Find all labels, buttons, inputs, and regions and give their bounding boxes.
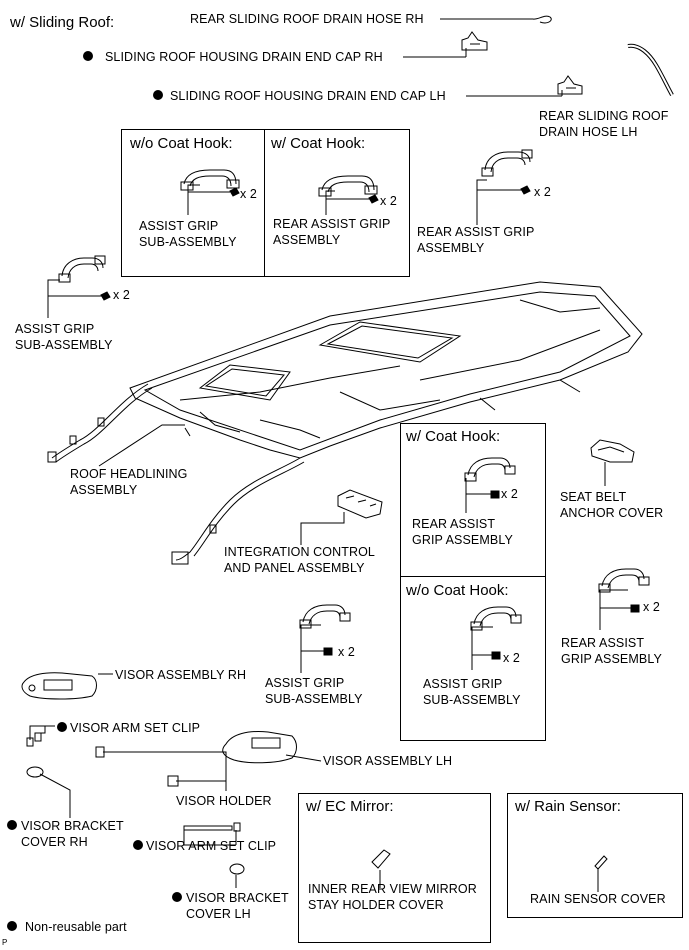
rain-sensor-box xyxy=(507,793,683,918)
coat-hook-mid-divider xyxy=(400,576,546,577)
qty-right: x 2 xyxy=(643,600,660,614)
label-box2-rear-assist-grip-line1: REAR ASSIST GRIP xyxy=(273,217,391,231)
qty-center: x 2 xyxy=(338,645,355,659)
visor-holder-part xyxy=(95,746,179,787)
qty-rear-top: x 2 xyxy=(534,185,551,199)
box-header-w-rain-sensor: w/ Rain Sensor: xyxy=(515,798,621,815)
label-visor-assembly-rh: VISOR ASSEMBLY RH xyxy=(115,668,247,682)
rain-sensor-cover-part xyxy=(594,855,608,870)
legend-non-reusable-part: Non-reusable part xyxy=(25,920,127,934)
label-visor-arm-set-clip-top: VISOR ARM SET CLIP xyxy=(70,721,201,735)
box-header-w-ec-mirror: w/ EC Mirror: xyxy=(306,798,394,815)
label-drain-end-cap-lh: SLIDING ROOF HOUSING DRAIN END CAP LH xyxy=(170,89,446,103)
label-rear-assist-grip-right-line2: GRIP ASSEMBLY xyxy=(561,652,662,666)
box-header-wo-coat-hook-top: w/o Coat Hook: xyxy=(130,135,233,152)
label-assist-grip-center-line2: SUB-ASSEMBLY xyxy=(265,692,363,706)
label-visor-bracket-cover-lh-line2: COVER LH xyxy=(186,907,251,921)
box-header-w-coat-hook-mid: w/ Coat Hook: xyxy=(406,428,501,445)
label-roof-headlining-line1: ROOF HEADLINING xyxy=(70,467,188,481)
drain-end-cap-lh-part xyxy=(557,75,583,95)
label-visor-holder: VISOR HOLDER xyxy=(176,794,272,808)
grip-center xyxy=(299,604,351,656)
grip-rear-right xyxy=(598,568,650,613)
visor-bracket-cover-rh-part xyxy=(26,766,44,778)
visor-bracket-cover-lh-part xyxy=(229,863,245,875)
label-box4-assist-grip-line1: ASSIST GRIP xyxy=(423,677,503,691)
label-integration-control-line2: AND PANEL ASSEMBLY xyxy=(224,561,365,575)
label-assist-grip-center-line1: ASSIST GRIP xyxy=(265,676,345,690)
label-box2-rear-assist-grip-line2: ASSEMBLY xyxy=(273,233,341,247)
label-seat-belt-anchor-cover-line2: ANCHOR COVER xyxy=(560,506,664,520)
non-reusable-marker xyxy=(133,840,143,850)
grip-box2 xyxy=(318,175,379,204)
box-header-w-coat-hook-top: w/ Coat Hook: xyxy=(271,135,366,152)
label-rear-assist-grip-right-line1: REAR ASSIST xyxy=(561,636,645,650)
visor-rh-part xyxy=(21,672,97,700)
label-visor-bracket-cover-rh-line2: COVER RH xyxy=(21,835,88,849)
label-integration-control-line1: INTEGRATION CONTROL xyxy=(224,545,375,559)
figure-code: P xyxy=(2,938,8,947)
label-inner-rear-view-mirror-line1: INNER REAR VIEW MIRROR xyxy=(308,882,477,896)
wire-harness-part xyxy=(47,383,305,565)
label-box4-assist-grip-line2: SUB-ASSEMBLY xyxy=(423,693,521,707)
label-assist-grip-left-line1: ASSIST GRIP xyxy=(15,322,95,336)
legend-marker xyxy=(7,921,17,931)
non-reusable-marker xyxy=(57,722,67,732)
section-title: w/ Sliding Roof: xyxy=(10,14,115,31)
drain-hose-lh-part xyxy=(627,43,674,96)
label-assist-grip-left-line2: SUB-ASSEMBLY xyxy=(15,338,113,352)
ec-mirror-box xyxy=(298,793,491,943)
label-rain-sensor-cover: RAIN SENSOR COVER xyxy=(530,892,666,906)
visor-arm-clip-bottom-part xyxy=(183,822,241,832)
seat-belt-anchor-cover-part xyxy=(590,439,635,463)
grip-left xyxy=(58,255,111,301)
non-reusable-marker xyxy=(83,51,93,61)
label-rear-sliding-roof-drain-hose-rh: REAR SLIDING ROOF DRAIN HOSE RH xyxy=(190,12,424,26)
label-visor-arm-set-clip-bottom: VISOR ARM SET CLIP xyxy=(146,839,277,853)
label-drain-end-cap-rh: SLIDING ROOF HOUSING DRAIN END CAP RH xyxy=(105,50,383,64)
non-reusable-marker xyxy=(172,892,182,902)
label-box1-assist-grip-line1: ASSIST GRIP xyxy=(139,219,219,233)
coat-hook-top-divider xyxy=(264,129,265,277)
label-roof-headlining-line2: ASSEMBLY xyxy=(70,483,138,497)
non-reusable-marker xyxy=(7,820,17,830)
label-rear-assist-grip-top-line1: REAR ASSIST GRIP xyxy=(417,225,535,239)
label-drain-hose-lh-line2: DRAIN HOSE LH xyxy=(539,125,638,139)
drain-end-cap-rh-part xyxy=(461,31,488,51)
label-visor-bracket-cover-lh-line1: VISOR BRACKET xyxy=(186,891,289,905)
roof-headlining-part xyxy=(129,281,643,459)
label-rear-assist-grip-top-line2: ASSEMBLY xyxy=(417,241,485,255)
mirror-cover-part xyxy=(371,849,391,869)
grip-box3 xyxy=(464,457,516,499)
visor-arm-clip-top-part xyxy=(26,732,42,747)
drain-hose-rh-part xyxy=(532,15,552,24)
label-box3-rear-assist-grip-line2: GRIP ASSEMBLY xyxy=(412,533,513,547)
coat-hook-mid-box xyxy=(400,423,546,741)
coat-hook-top-box xyxy=(121,129,410,277)
label-drain-hose-lh-line1: REAR SLIDING ROOF xyxy=(539,109,669,123)
integration-control-part xyxy=(337,489,383,519)
qty-box2: x 2 xyxy=(380,194,397,208)
label-seat-belt-anchor-cover-line1: SEAT BELT xyxy=(560,490,627,504)
label-box3-rear-assist-grip-line1: REAR ASSIST xyxy=(412,517,496,531)
non-reusable-marker xyxy=(153,90,163,100)
box-header-wo-coat-hook-mid: w/o Coat Hook: xyxy=(406,582,509,599)
label-visor-bracket-cover-rh-line1: VISOR BRACKET xyxy=(21,819,124,833)
grip-rear-top xyxy=(481,149,533,195)
label-box1-assist-grip-line2: SUB-ASSEMBLY xyxy=(139,235,237,249)
visor-lh-part xyxy=(222,731,297,764)
leader-lines xyxy=(29,18,632,892)
label-inner-rear-view-mirror-line2: STAY HOLDER COVER xyxy=(308,898,444,912)
grip-box1 xyxy=(180,169,240,197)
label-visor-assembly-lh: VISOR ASSEMBLY LH xyxy=(323,754,453,768)
qty-box1: x 2 xyxy=(240,187,257,201)
grip-box4 xyxy=(470,606,522,660)
qty-box4: x 2 xyxy=(503,651,520,665)
qty-box3: x 2 xyxy=(501,487,518,501)
qty-left: x 2 xyxy=(113,288,130,302)
